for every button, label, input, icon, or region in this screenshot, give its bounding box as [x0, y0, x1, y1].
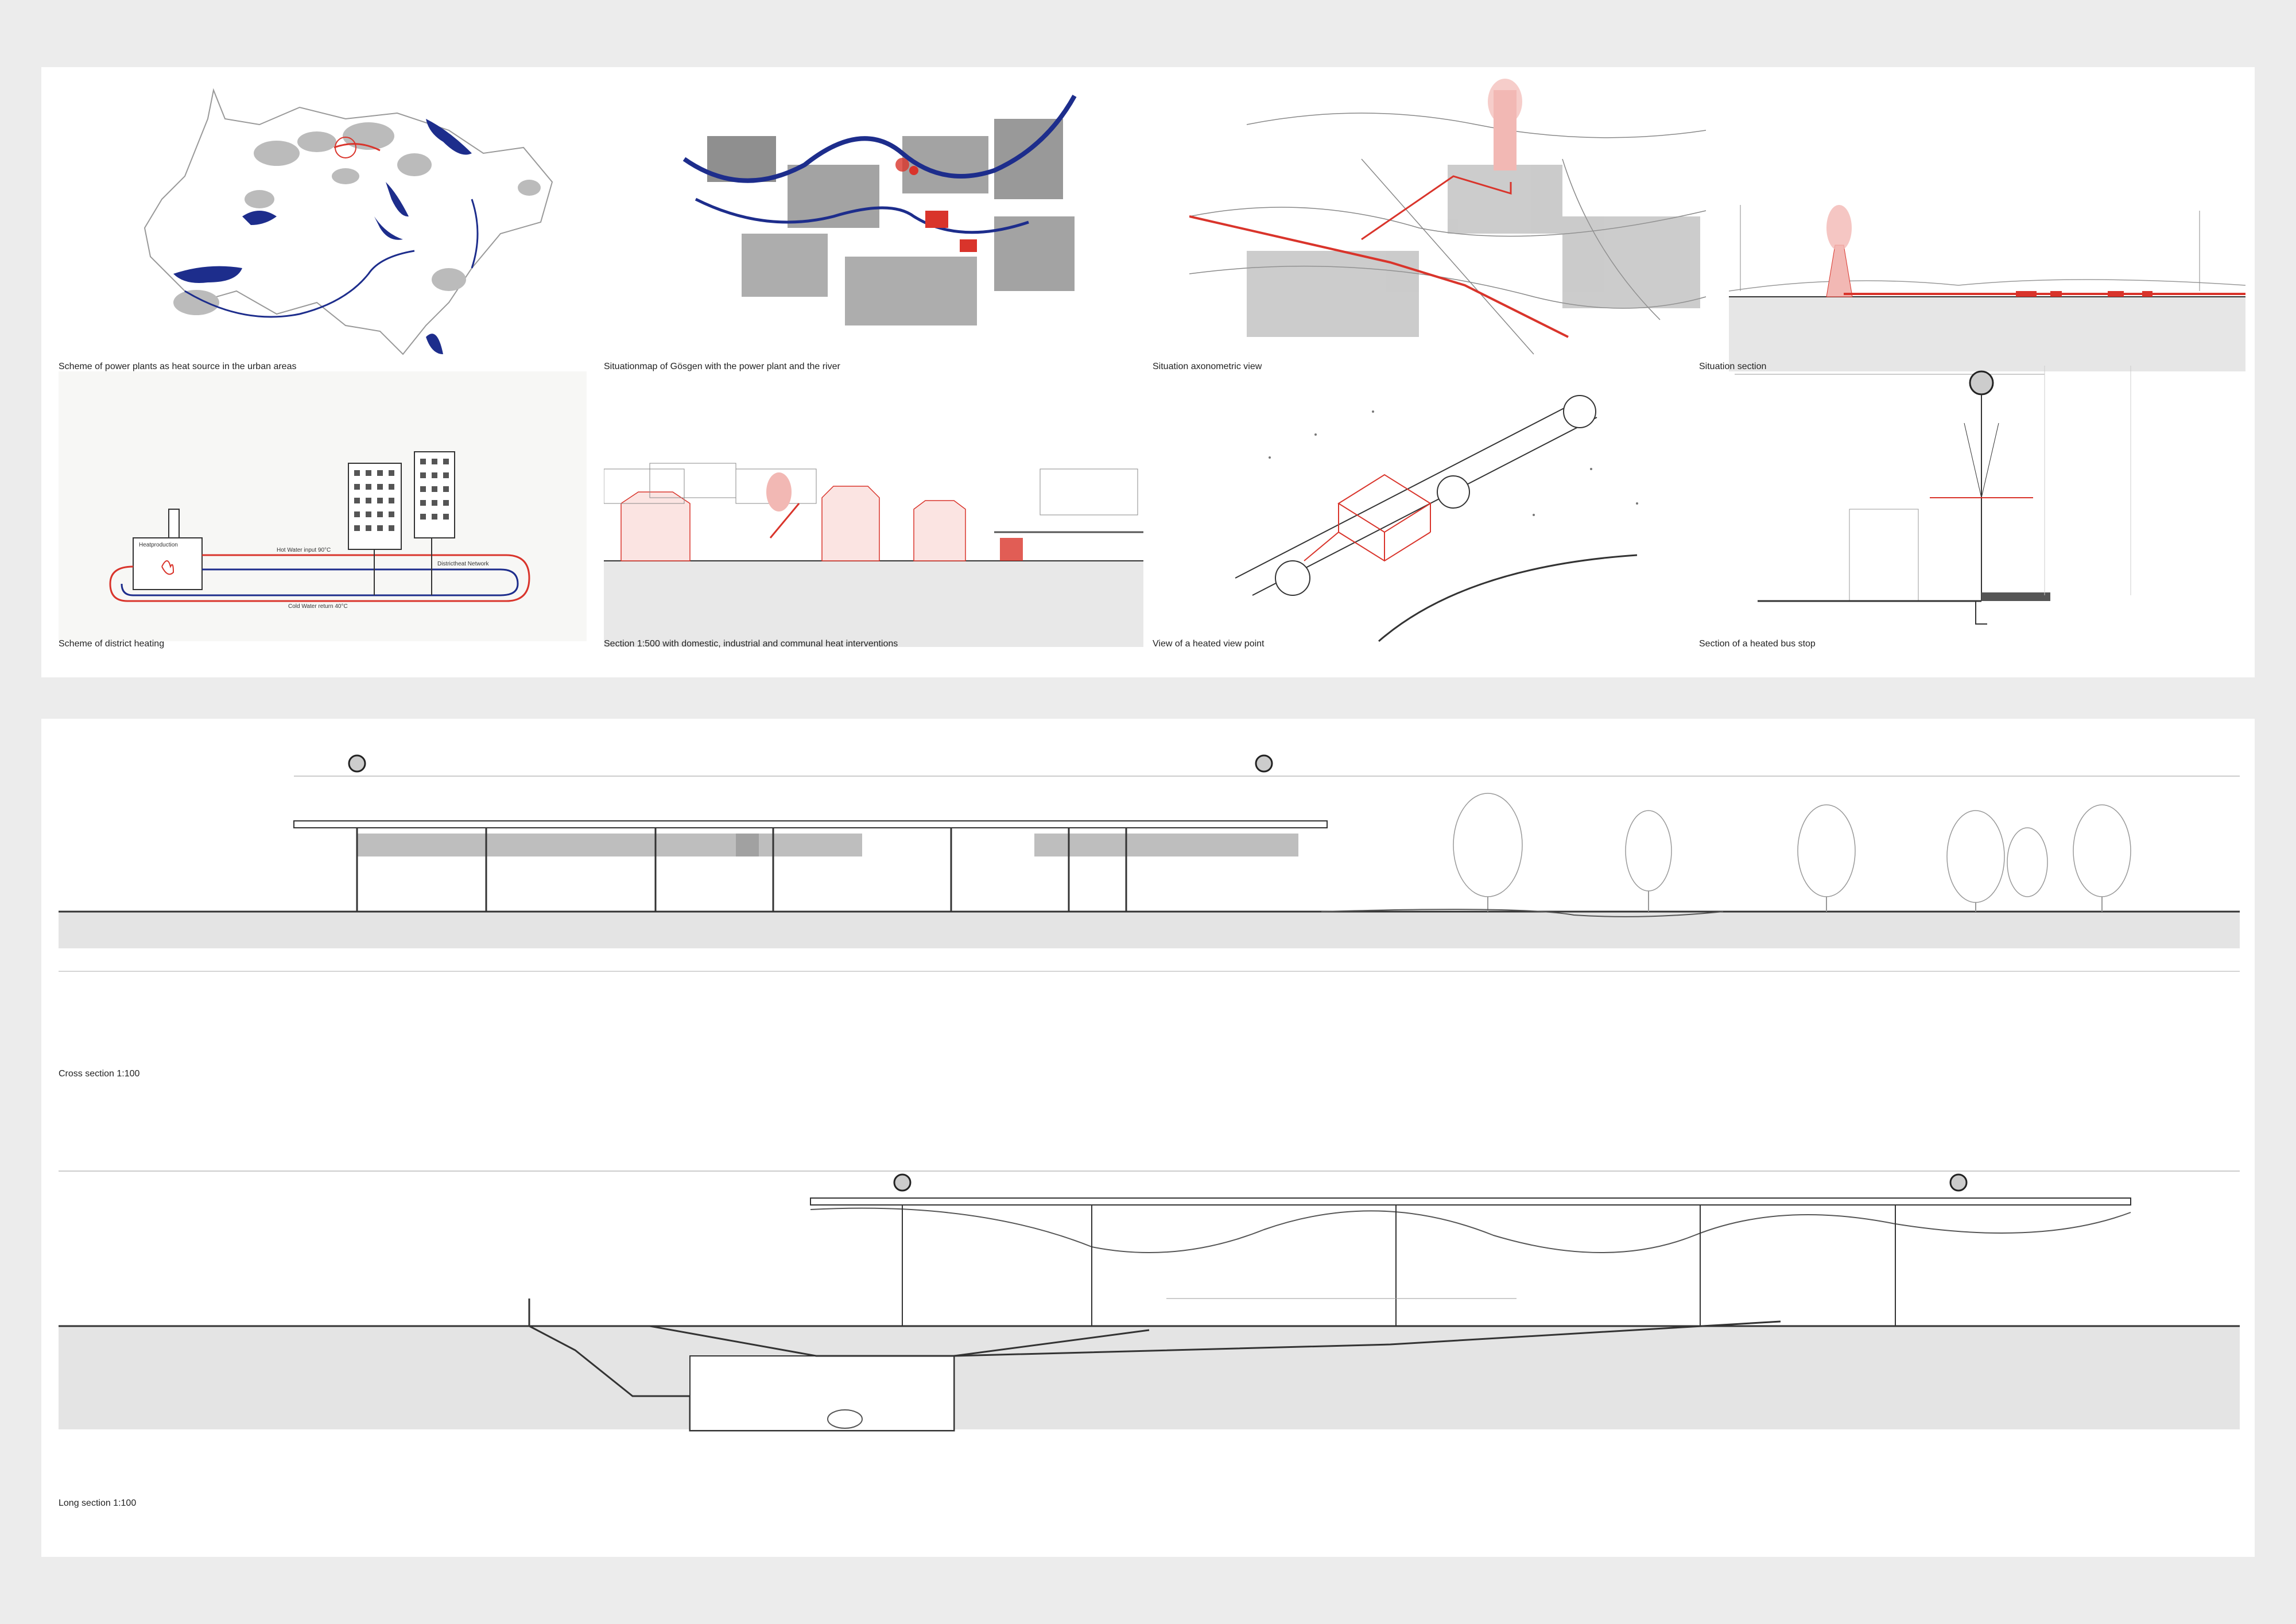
- caption-power-plants: Scheme of power plants as heat source in…: [59, 362, 297, 371]
- caption-axonometric: Situation axonometric view: [1153, 362, 1262, 371]
- caption-situation-map: Situationmap of Gösgen with the power pl…: [604, 362, 840, 371]
- label-network: Districtheat Network: [437, 561, 489, 567]
- goesgen-situation-map: [673, 84, 1120, 371]
- label-hot-water: Hot Water input 90°C: [277, 547, 331, 553]
- caption-cross-section: Cross section 1:100: [59, 1069, 140, 1079]
- label-cold-water: Cold Water return 40°C: [288, 603, 348, 610]
- caption-long-section: Long section 1:100: [59, 1498, 137, 1508]
- caption-situation-section: Situation section: [1699, 362, 1767, 371]
- bottom-panel: Cross section 1:100: [41, 719, 2255, 1557]
- label-heat-production: Heatproduction: [139, 542, 178, 548]
- bus-stop-section-drawing: [1735, 366, 2228, 647]
- district-heating-scheme: Heatproduction Hot Water input 90°C Cold…: [59, 371, 587, 641]
- section-500-drawing: [604, 446, 1143, 647]
- situation-section-drawing: [1729, 193, 2245, 371]
- caption-district-heating: Scheme of district heating: [59, 639, 165, 649]
- long-section-drawing: [59, 1166, 2240, 1454]
- axonometric-view: [1189, 79, 1729, 371]
- caption-bus-stop: Section of a heated bus stop: [1699, 639, 1816, 649]
- cross-section-drawing: [59, 747, 2240, 1000]
- caption-section-500: Section 1:500 with domestic, industrial …: [604, 639, 898, 649]
- viewpoint-drawing: [1235, 366, 1683, 653]
- top-panel: Scheme of power plants as heat source in…: [41, 67, 2255, 677]
- switzerland-power-plant-map: [127, 84, 564, 371]
- caption-view-point: View of a heated view point: [1153, 639, 1265, 649]
